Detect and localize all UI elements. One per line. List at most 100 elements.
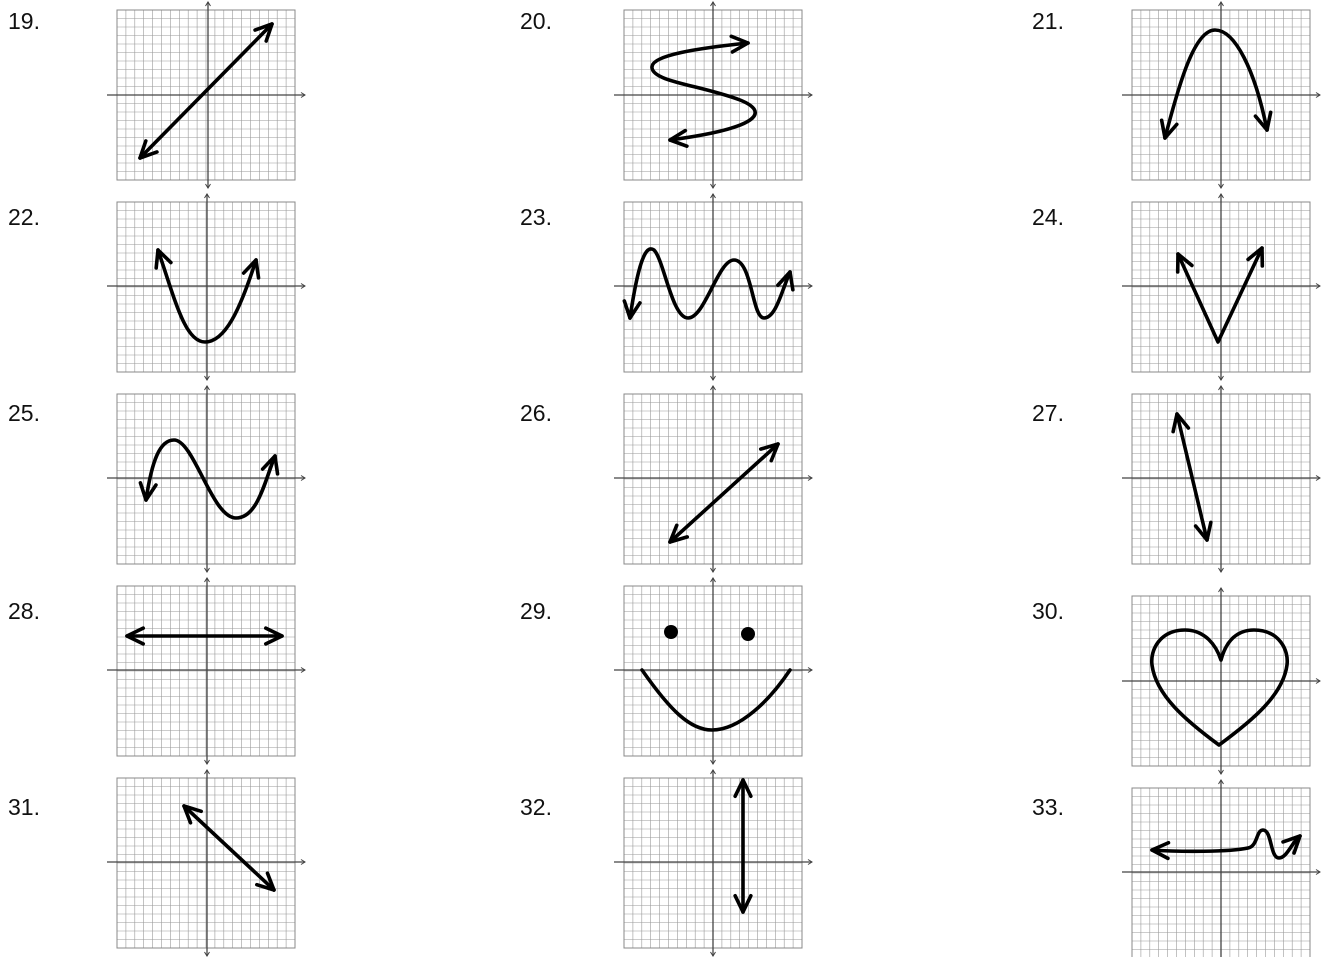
- arrowhead: [1175, 252, 1194, 274]
- arrowhead: [668, 523, 690, 544]
- grid-border: [116, 585, 296, 757]
- graph-21-curve: [1163, 28, 1269, 140]
- y-axis-arrow: [1218, 587, 1224, 593]
- problem-number: 26.: [520, 400, 552, 426]
- x-axis-arrow: [300, 859, 306, 865]
- y-axis-arrow: [710, 567, 716, 573]
- arrowhead: [182, 804, 203, 825]
- x-axis-arrow: [300, 92, 306, 98]
- coordinate-grid-20: [614, 1, 813, 189]
- heart-shape: [1150, 628, 1289, 747]
- x-axis-arrow: [300, 283, 306, 289]
- x-axis-arrow: [807, 475, 813, 481]
- coordinate-grid-22: [107, 193, 306, 381]
- problem-number: 30.: [1032, 598, 1064, 624]
- grid-border: [116, 201, 296, 373]
- x-axis-arrow: [807, 92, 813, 98]
- arrowhead: [733, 778, 753, 799]
- problem-number: 25.: [8, 400, 40, 426]
- y-axis-arrow: [204, 951, 210, 957]
- y-axis-arrow: [204, 375, 210, 381]
- y-axis-arrow: [710, 1, 716, 7]
- graph-31-line: [182, 804, 276, 892]
- problem-number: 28.: [8, 598, 40, 624]
- problem-number: 24.: [1032, 204, 1064, 230]
- arrowhead: [1253, 110, 1273, 132]
- problem-number: 31.: [8, 794, 40, 820]
- y-axis-arrow: [1218, 375, 1224, 381]
- problem-number: 32.: [520, 794, 552, 820]
- y-axis-arrow: [1218, 385, 1224, 391]
- y-axis-arrow: [1218, 779, 1224, 785]
- arrowhead: [1171, 412, 1191, 434]
- coordinate-grid-32: [614, 769, 813, 957]
- problem-number: 27.: [1032, 400, 1064, 426]
- coordinate-grid-31: [107, 769, 306, 957]
- left-eye-dot: [664, 625, 678, 639]
- coordinate-grid-29: [614, 577, 813, 765]
- y-axis-arrow: [1218, 769, 1224, 775]
- graph-33-curve: [1150, 828, 1302, 860]
- coordinate-grid-19: [107, 1, 306, 189]
- arrowhead: [733, 893, 753, 914]
- x-axis-arrow: [300, 667, 306, 673]
- y-axis-arrow: [204, 385, 210, 391]
- y-axis-arrow: [1218, 183, 1224, 189]
- y-axis-arrow: [204, 769, 210, 775]
- arrowhead: [255, 871, 276, 892]
- coordinate-grid-27: [1122, 385, 1321, 573]
- graph-24-v: [1176, 246, 1264, 344]
- arrowhead: [154, 248, 173, 270]
- arrowhead: [776, 270, 795, 292]
- arrowhead: [125, 626, 146, 646]
- y-axis-arrow: [710, 951, 716, 957]
- arrowhead: [1159, 118, 1179, 140]
- graph-20-curve: [650, 41, 757, 142]
- graph-19-line: [138, 22, 274, 160]
- y-axis-arrow: [204, 567, 210, 573]
- arrowhead: [1281, 834, 1302, 855]
- y-axis-arrow: [204, 193, 210, 199]
- coordinate-grid-25: [107, 385, 306, 573]
- y-axis-arrow: [710, 577, 716, 583]
- y-axis-arrow: [205, 1, 211, 7]
- x-axis-arrow: [807, 667, 813, 673]
- arrowhead: [253, 22, 274, 43]
- problem-number: 29.: [520, 598, 552, 624]
- arrowhead: [729, 34, 750, 54]
- y-axis-arrow: [1218, 567, 1224, 573]
- y-axis-arrow: [710, 183, 716, 189]
- x-axis-arrow: [1315, 475, 1321, 481]
- y-axis-arrow: [710, 769, 716, 775]
- x-axis-arrow: [300, 475, 306, 481]
- arrowhead: [138, 139, 159, 160]
- graph-27-line: [1175, 412, 1209, 542]
- problem-number: 19.: [8, 8, 40, 34]
- y-axis-arrow: [1218, 193, 1224, 199]
- grid-border: [116, 777, 296, 949]
- x-axis-arrow: [1315, 283, 1321, 289]
- coordinate-grid-28: [107, 577, 306, 765]
- coordinate-grid-33: [1122, 779, 1321, 957]
- coordinate-grid-30: [1122, 587, 1321, 775]
- arrowhead: [758, 442, 780, 463]
- graph-23-curve: [628, 247, 792, 320]
- y-axis-arrow: [710, 385, 716, 391]
- coordinate-grid-26: [614, 385, 813, 573]
- right-eye-dot: [741, 627, 755, 641]
- arrowhead: [1246, 246, 1265, 268]
- arrowhead: [138, 481, 158, 502]
- y-axis-arrow: [1218, 1, 1224, 7]
- x-axis-arrow: [1315, 678, 1321, 684]
- x-axis-arrow: [1315, 92, 1321, 98]
- graph-22-curve: [156, 248, 258, 344]
- y-axis-arrow: [710, 759, 716, 765]
- problem-number: 22.: [8, 204, 40, 230]
- y-axis-arrow: [204, 759, 210, 765]
- x-axis-arrow: [807, 283, 813, 289]
- y-axis-arrow: [710, 193, 716, 199]
- grid-border: [116, 393, 296, 565]
- coordinate-grid-24: [1122, 193, 1321, 381]
- arrowhead: [241, 258, 261, 280]
